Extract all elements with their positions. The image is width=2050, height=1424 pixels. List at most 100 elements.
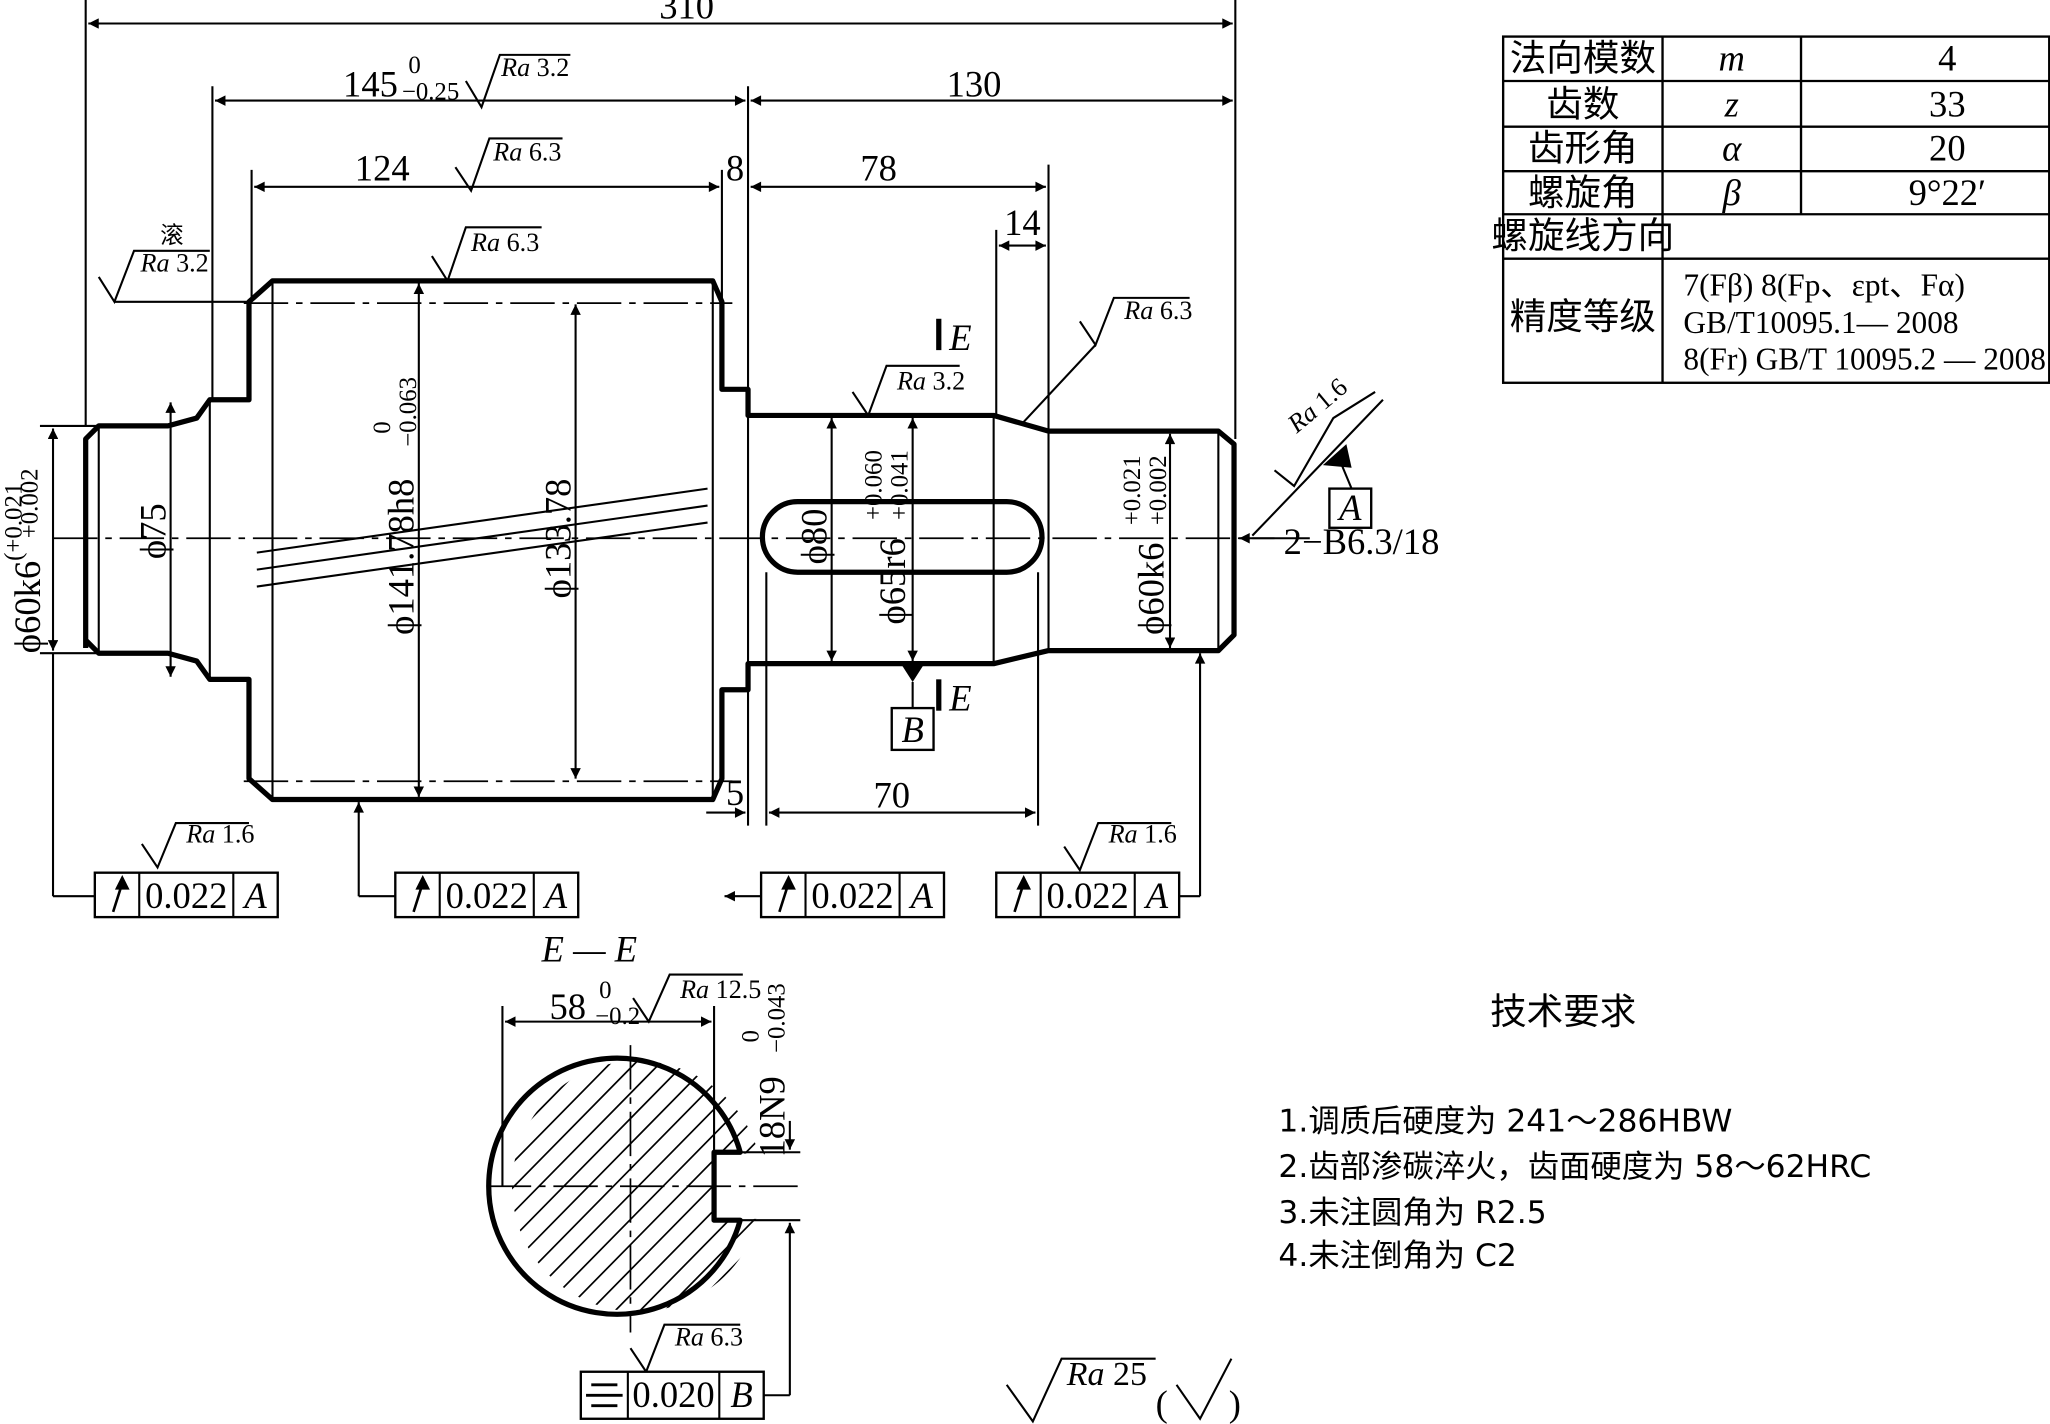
svg-text:ϕ60k6(+0.021: ϕ60k6(+0.021: [1, 483, 48, 653]
gear-data-table: 法向模数 m 4 齿数 z 33 齿形角 α 20 螺旋角 β 9°22′ 螺旋…: [1491, 35, 2050, 384]
dim-shoulder-gap: 8: [726, 147, 744, 188]
table-name-2: 齿形角: [1528, 127, 1638, 170]
dia-key-seat-tol-upper: +0.060: [860, 450, 887, 520]
dia-tip-tol-upper: 0: [369, 421, 396, 433]
runout-4-datum: A: [1144, 875, 1169, 916]
runout-3-value: 0.022: [811, 875, 893, 916]
dia-tip-tol-lower: −0.063: [395, 377, 422, 447]
dim-overall-length: 310: [659, 0, 714, 26]
svg-text:Ra 3.2: Ra 3.2: [896, 366, 965, 395]
dia-right-journal-tol-upper: +0.021: [1119, 455, 1146, 525]
hatch-line: [511, 1060, 523, 1312]
technical-requirements: 技术要求 1.调质后硬度为 241～286HBW 2.齿部渗碳淬火，齿面硬度为 …: [1278, 990, 1871, 1274]
svg-text:Ra 6.3: Ra 6.3: [492, 138, 561, 167]
dia-tip: ϕ141.78h8: [381, 479, 422, 635]
svg-text:Ra 1.6: Ra 1.6: [1108, 820, 1177, 849]
runout-2-datum: A: [543, 875, 568, 916]
key-depth-tol-upper: 0: [599, 977, 611, 1004]
dia-collar: ϕ75: [132, 503, 173, 559]
runout-1-value: 0.022: [145, 875, 227, 916]
dia-key-seat: ϕ65r6: [872, 538, 913, 624]
table-value-3: 9°22′: [1909, 172, 1986, 213]
hatch-line: [779, 1027, 1093, 1346]
table-accuracy-label: 精度等级: [1510, 295, 1656, 338]
hatch-line: [511, 1060, 647, 1312]
table-name-1: 齿数: [1546, 82, 1619, 125]
symmetry-datum: B: [730, 1374, 752, 1415]
datum-b: B: [901, 709, 923, 750]
ra-keyway-width: 12.5: [716, 975, 762, 1004]
section-marks: E E B: [890, 317, 972, 752]
ra-taper: 6.3: [1160, 296, 1193, 325]
runout-3-datum: A: [909, 875, 934, 916]
key-depth: 58: [549, 986, 586, 1027]
hatch-line: [704, 1060, 759, 1312]
svg-text:Ra 6.3: Ra 6.3: [1123, 296, 1192, 325]
runout-1-datum: A: [242, 875, 267, 916]
hatch-line: [511, 1060, 697, 1312]
svg-text:Ra 25: Ra 25: [1066, 1356, 1147, 1393]
svg-text:Ra 3.2: Ra 3.2: [500, 53, 569, 82]
diameter-dimensions: ϕ60k6(+0.021 +0.002 ϕ75 ϕ141.78h8 0 −0.0…: [1, 283, 1439, 797]
section-mark-top: E: [948, 317, 971, 358]
table-accuracy-line2: GB/T10095.1— 2008: [1683, 305, 1958, 340]
shaft-outline: [53, 278, 1275, 803]
key-width-tol-upper: 0: [737, 1030, 764, 1042]
svg-text:Ra 6.3: Ra 6.3: [470, 228, 539, 257]
general-roughness: Ra 25 ( ): [1005, 1356, 1241, 1424]
dim-taper: 14: [1004, 202, 1041, 243]
svg-text:Ra 3.2: Ra 3.2: [140, 249, 209, 278]
dim-key-section: 78: [860, 147, 897, 188]
ra-gear-side: 3.2: [537, 53, 570, 82]
ra-right-runout: 1.6: [1144, 820, 1177, 849]
table-symbol-0: m: [1719, 38, 1745, 79]
dia-left-journal: ϕ60k6: [7, 561, 48, 653]
ra-hobbed-label: 滚: [160, 221, 184, 249]
hatch-line: [629, 1060, 759, 1312]
table-symbol-2: α: [1722, 128, 1742, 169]
dim-gear-side-tol-upper: 0: [408, 52, 420, 79]
ra-left-runout: 1.6: [222, 820, 255, 849]
dia-right-journal: ϕ60k6: [1130, 543, 1171, 635]
table-accuracy-line3: 8(Fr) GB/T 10095.2 — 2008: [1683, 342, 2046, 377]
svg-text:): ): [1229, 1383, 1241, 1424]
table-name-4: 螺旋线方向: [1491, 214, 1674, 257]
dim-gear-side: 145: [343, 64, 398, 105]
ra-gear-tip: 6.3: [507, 228, 540, 257]
requirements-title: 技术要求: [1490, 990, 1636, 1033]
dia-key-seat-tol-lower: +0.041: [886, 450, 913, 520]
section-mark-bottom: E: [948, 678, 971, 719]
ra-hobbed: 3.2: [176, 249, 209, 278]
ra-gear-face: 6.3: [529, 138, 562, 167]
hatch-line: [605, 1060, 759, 1312]
svg-text:Ra 1.6: Ra 1.6: [185, 820, 254, 849]
svg-text:Ra 6.3: Ra 6.3: [674, 1323, 743, 1352]
requirement-3: 3.未注圆角为 R2.5: [1278, 1195, 1546, 1231]
hatch-line: [134, 1027, 448, 1346]
ra-key-seat: 3.2: [933, 366, 966, 395]
runout-2-value: 0.022: [446, 875, 528, 916]
dim-gear-side-tol-lower: −0.25: [402, 78, 459, 105]
runout-frames: 0.022 A 0.022 A 0.022 A 0.022 A: [51, 653, 1206, 919]
key-width: 18N9: [752, 1076, 793, 1157]
requirement-2: 2.齿部渗碳淬火，齿面硬度为 58～62HRC: [1278, 1149, 1871, 1185]
symmetry-value: 0.020: [632, 1374, 714, 1415]
dim-keyway-length: 70: [873, 774, 910, 815]
section-view: E — E 58 0 −0.2 Ra 12.5 18N9 0 −0.043 Ra…: [134, 929, 1093, 1420]
dia-pitch: ϕ133.78: [537, 479, 578, 599]
requirement-4: 4.未注倒角为 C2: [1278, 1238, 1516, 1274]
dim-face-width: 124: [355, 147, 410, 188]
horizontal-dimensions: 310 145 0 −0.25 130 124 8 78 14 70 5: [84, 0, 1237, 826]
table-value-2: 20: [1929, 128, 1966, 169]
key-width-tol-lower: −0.043: [764, 983, 791, 1053]
table-symbol-1: z: [1724, 83, 1739, 124]
key-depth-tol-lower: −0.2: [595, 1003, 640, 1030]
ra-symmetry: 6.3: [710, 1323, 743, 1352]
dia-left-journal-tol-upper: +0.021: [1, 483, 28, 553]
section-title: E — E: [541, 929, 637, 970]
hatch-line: [184, 1027, 498, 1346]
svg-text:ϕ141.78h8: ϕ141.78h8: [381, 479, 422, 635]
dia-shoulder: ϕ80: [793, 509, 834, 565]
svg-text:Ra 1.6: Ra 1.6: [1281, 372, 1353, 439]
dia-left-journal-tol-lower: +0.002: [16, 468, 43, 538]
